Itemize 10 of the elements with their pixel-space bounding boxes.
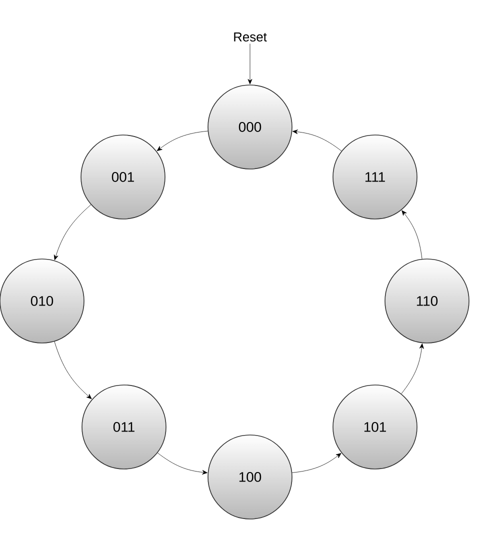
arrow — [156, 130, 208, 152]
arrow — [401, 343, 424, 394]
state-label: Reset — [234, 32, 267, 42]
arrow — [292, 453, 342, 473]
arrow — [157, 452, 208, 475]
arrow — [248, 44, 252, 84]
arrow — [54, 204, 92, 260]
arrow — [292, 130, 342, 152]
arrow — [54, 341, 92, 400]
arrow — [402, 210, 422, 260]
